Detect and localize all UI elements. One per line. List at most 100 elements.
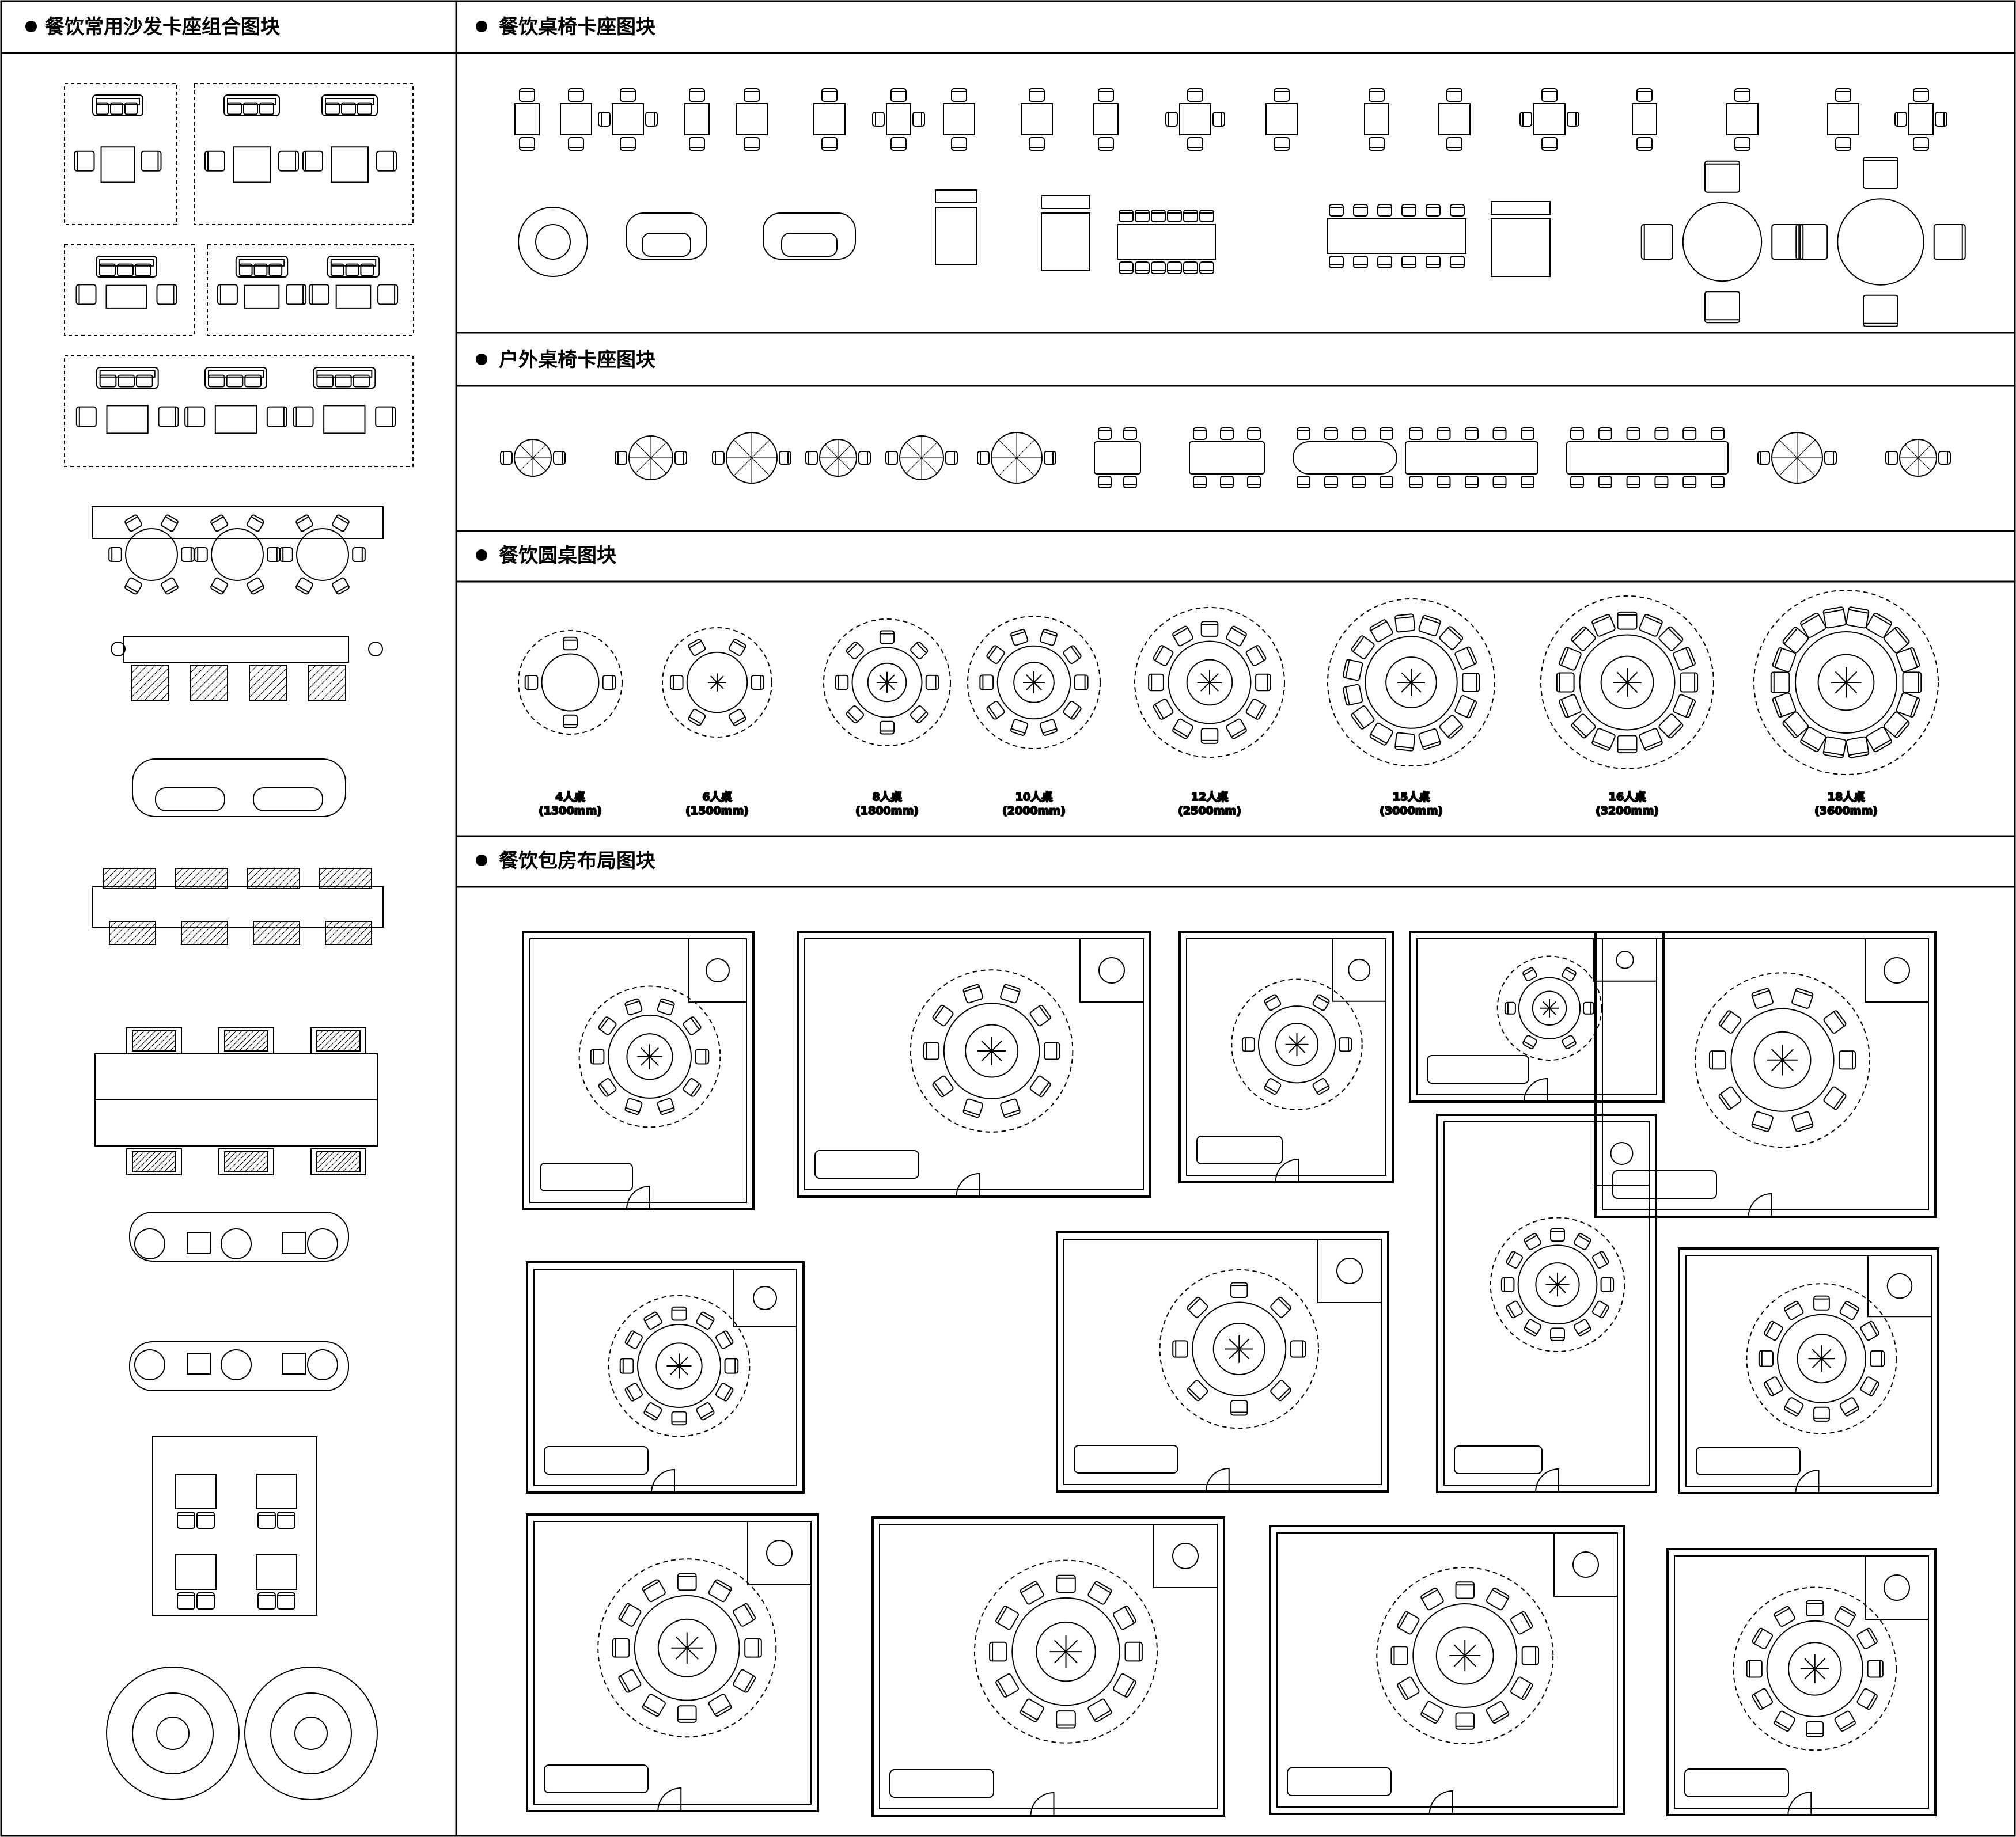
rect: [890, 88, 907, 102]
door-swing: [1787, 1791, 1812, 1816]
line: [1894, 628, 1909, 644]
line: [262, 1166, 268, 1172]
rect: [858, 451, 871, 465]
rect: [1245, 645, 1267, 666]
line: [1521, 1612, 1532, 1629]
rect: [1885, 451, 1898, 465]
chair: [568, 137, 584, 151]
rect: [187, 1353, 211, 1375]
line: [278, 692, 287, 701]
circle: [1600, 655, 1654, 709]
circle: [597, 1558, 777, 1738]
chair: [1098, 88, 1114, 102]
line: [998, 457, 1017, 476]
line: [1599, 1251, 1608, 1265]
circle: [996, 645, 1071, 720]
line: [158, 1033, 176, 1052]
rect: [124, 514, 142, 532]
line: [118, 868, 139, 889]
circle: [1172, 1543, 1199, 1569]
circle: [1766, 1620, 1863, 1718]
chair: [1894, 112, 1907, 127]
circle: [1168, 640, 1252, 724]
line: [143, 675, 169, 701]
rect: [110, 102, 123, 115]
line: [1411, 682, 1422, 693]
rect: [1751, 988, 1774, 1009]
rect: [1639, 614, 1663, 637]
chair: [671, 1306, 687, 1321]
rect: [1640, 224, 1673, 260]
line: [1288, 1044, 1298, 1053]
circle: [1348, 958, 1371, 981]
line: [733, 457, 752, 476]
rect: [1757, 451, 1770, 465]
rect: [598, 112, 611, 127]
chair: [1342, 659, 1363, 681]
private-room-12: [1666, 1548, 1937, 1816]
chair: [728, 639, 746, 656]
rect: [1401, 256, 1416, 268]
line: [282, 871, 300, 889]
line: [244, 1151, 266, 1172]
chair: [257, 1592, 276, 1610]
round-table: [518, 630, 623, 735]
rect: [1772, 692, 1797, 718]
line: [1395, 616, 1414, 620]
line: [1421, 1589, 1438, 1600]
circle: [1159, 1269, 1319, 1429]
rect: [612, 1638, 630, 1658]
chair: [1274, 88, 1290, 102]
rect: [282, 1232, 306, 1254]
rect: [204, 150, 225, 172]
circle: [1777, 1314, 1866, 1403]
line: [131, 665, 140, 674]
lounge-set: [64, 83, 177, 225]
rect: [1409, 476, 1423, 488]
chair: [1010, 719, 1029, 736]
rect: [846, 705, 864, 724]
rect: [194, 547, 208, 562]
chair: [1455, 1581, 1475, 1599]
rect: [1492, 476, 1507, 488]
outdoor-set: [615, 435, 687, 480]
chair: [210, 514, 228, 532]
round-table: [1795, 157, 1966, 327]
chair: [624, 1383, 643, 1402]
rect: [184, 406, 206, 427]
line: [626, 1331, 635, 1345]
sofa: [204, 367, 267, 389]
sofa: [96, 367, 159, 389]
dining-set: [514, 88, 540, 151]
line: [325, 1151, 346, 1172]
rect: [1312, 994, 1330, 1011]
rect: [1708, 1050, 1727, 1070]
chair: [257, 1512, 276, 1529]
rect: [540, 1163, 633, 1191]
hatch: [109, 921, 156, 945]
chair: [1654, 476, 1669, 488]
round-table-size: (3000mm): [1380, 804, 1443, 817]
line: [325, 921, 333, 929]
line: [1846, 671, 1858, 683]
rect: [1806, 1600, 1824, 1617]
sofa-booth-blocks: [64, 83, 414, 1800]
line: [103, 868, 118, 883]
line: [1771, 1049, 1783, 1061]
chair: [1039, 629, 1058, 646]
line: [296, 516, 309, 525]
line: [1296, 1044, 1306, 1053]
line: [132, 1151, 150, 1170]
circle: [221, 1228, 252, 1259]
rect: [253, 787, 323, 811]
rect: [1746, 1660, 1763, 1678]
section-heading-0: 餐饮桌椅卡座图块: [476, 16, 655, 39]
rect: [553, 451, 566, 465]
chair: [1397, 1676, 1420, 1701]
rect: [1908, 103, 1934, 135]
circle: [368, 642, 383, 656]
chair: [1639, 728, 1663, 751]
rect: [141, 150, 162, 172]
chair: [1913, 88, 1929, 102]
dining-set-large: [1327, 204, 1466, 268]
